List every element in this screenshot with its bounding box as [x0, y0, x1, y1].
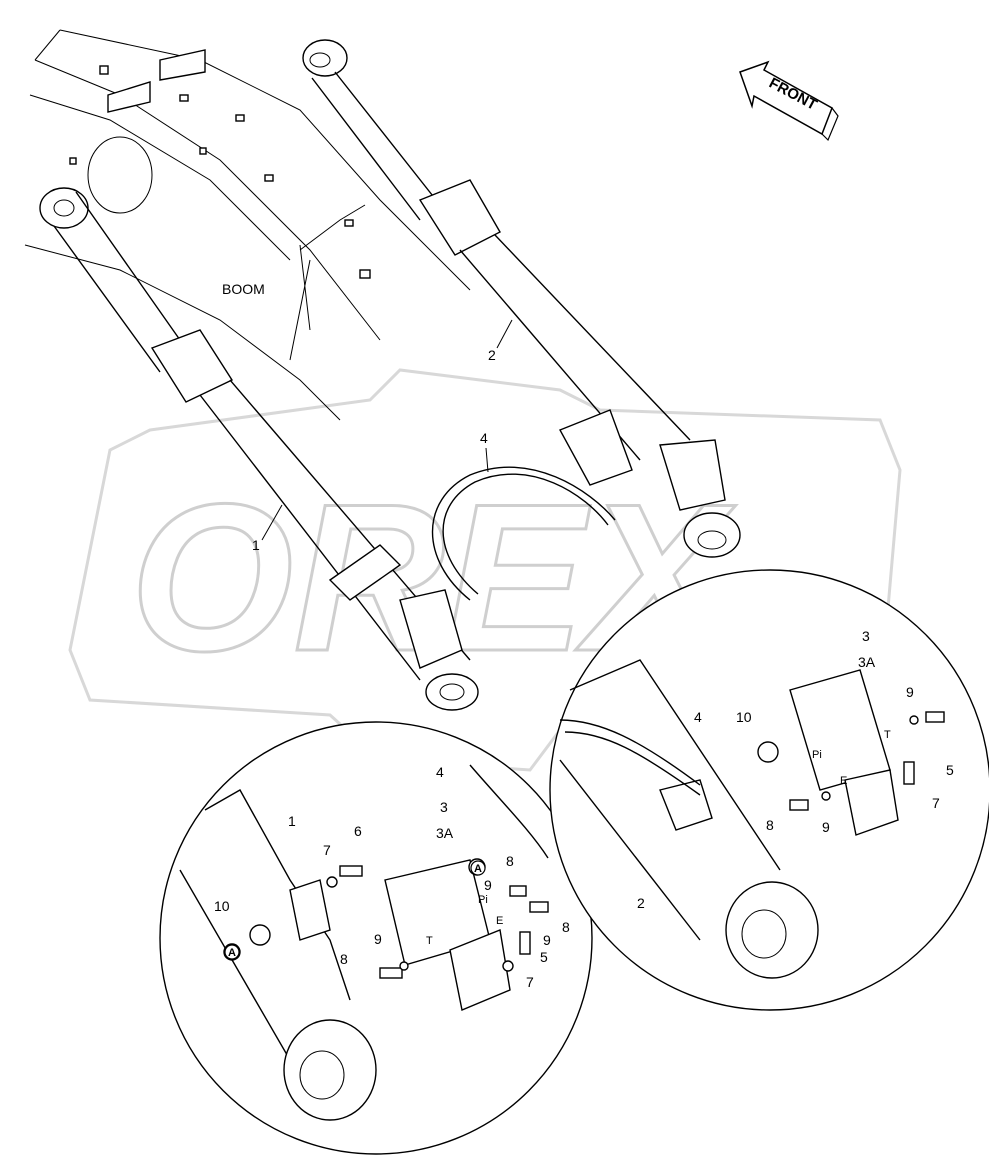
- callout-2: 2: [488, 347, 496, 363]
- callout-1: 1: [252, 537, 260, 553]
- svg-text:A: A: [228, 947, 236, 959]
- ld-callout-6: 6: [354, 823, 362, 839]
- front-arrow-icon: FRONT: [739, 60, 839, 142]
- rd-callout-9b: 9: [822, 819, 830, 835]
- ld-callout-5: 5: [540, 949, 548, 965]
- ld-marker-a2: A: [224, 944, 240, 960]
- ld-callout-8c: 8: [340, 951, 348, 967]
- boom-label: BOOM: [222, 281, 265, 297]
- cylinder-1: 1: [39, 187, 479, 711]
- ld-callout-7b: 7: [526, 974, 534, 990]
- rd-callout-10: 10: [736, 709, 752, 725]
- ld-port-pi: Pi: [478, 894, 488, 906]
- detail-right: 2 3 3A 4 5 7 8 9 9 10 Pi E T: [549, 569, 989, 1011]
- rd-port-pi: Pi: [812, 749, 822, 761]
- rd-port-t: T: [884, 729, 891, 741]
- rd-callout-3a: 3A: [858, 654, 876, 670]
- callout-4: 4: [480, 430, 488, 446]
- rd-callout-3: 3: [862, 628, 870, 644]
- ld-port-t: T: [426, 935, 433, 947]
- rd-callout-8a: 8: [766, 817, 774, 833]
- cylinder-2: 2: [302, 39, 741, 558]
- ld-callout-10: 10: [214, 898, 230, 914]
- rd-port-e: E: [840, 775, 847, 787]
- ld-callout-8a: 8: [506, 853, 514, 869]
- ld-callout-9b: 9: [543, 932, 551, 948]
- ld-callout-3: 3: [440, 799, 448, 815]
- hose-4: 4: [431, 430, 616, 601]
- ld-callout-3a: 3A: [436, 825, 454, 841]
- ld-callout-1: 1: [288, 813, 296, 829]
- ld-callout-9c: 9: [374, 931, 382, 947]
- ld-marker-a1: A: [470, 860, 486, 876]
- rd-callout-4: 4: [694, 709, 702, 725]
- rd-callout-7: 7: [932, 795, 940, 811]
- ld-port-e: E: [496, 915, 503, 927]
- svg-text:A: A: [474, 863, 482, 875]
- ld-callout-9a: 9: [484, 877, 492, 893]
- ld-callout-4: 4: [436, 764, 444, 780]
- ld-callout-7a: 7: [323, 842, 331, 858]
- rd-callout-2: 2: [637, 895, 645, 911]
- ld-callout-8b: 8: [562, 919, 570, 935]
- detail-left: 1 3 3A 4 5 6 7 7 8 8 8 9 9 9 10 Pi E T A…: [159, 721, 593, 1155]
- rd-callout-9a: 9: [906, 684, 914, 700]
- boom-structure: BOOM: [24, 29, 471, 421]
- rd-callout-5: 5: [946, 762, 954, 778]
